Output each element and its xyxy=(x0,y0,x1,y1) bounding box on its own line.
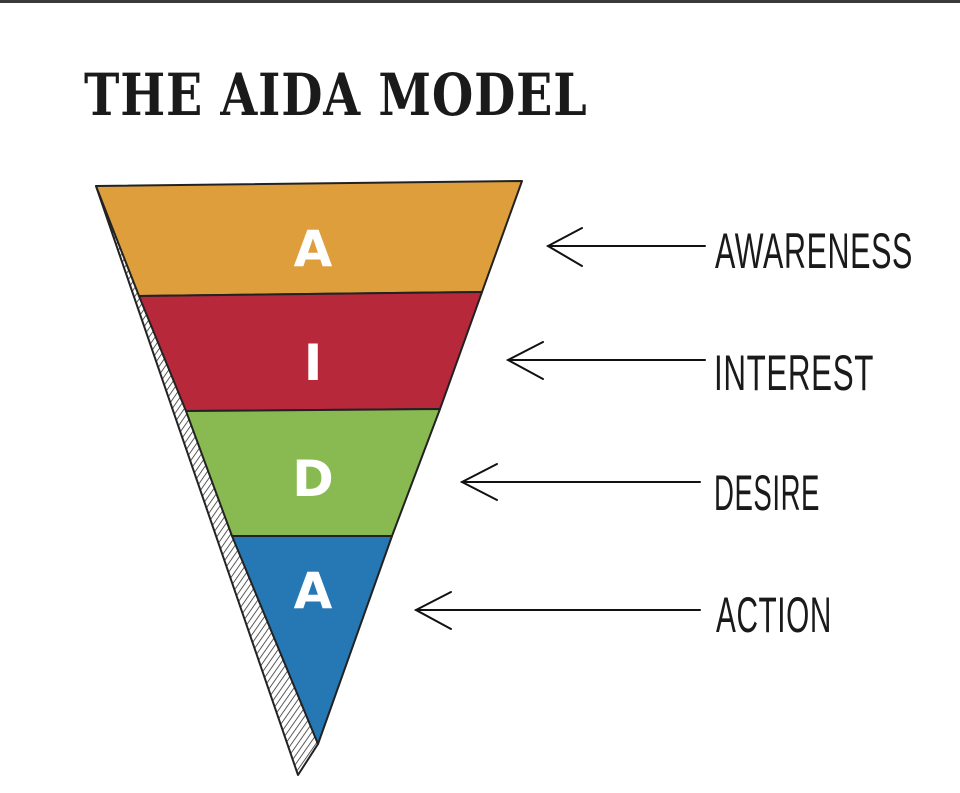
arrow-action xyxy=(413,591,701,630)
stage-label-action: ACTION xyxy=(716,587,832,643)
arrow-desire xyxy=(459,463,701,501)
stage-letter-interest: I xyxy=(304,334,323,392)
stage-label-awareness: AWARENESS xyxy=(715,223,913,279)
funnel-band-action xyxy=(231,535,393,745)
stage-letter-action: A xyxy=(294,562,333,620)
arrow-awareness xyxy=(545,227,706,267)
arrow-interest xyxy=(505,341,706,380)
stage-letter-desire: D xyxy=(292,450,334,508)
top-rule xyxy=(0,0,960,3)
stage-letter-awareness: A xyxy=(294,220,333,278)
page-title: THE AIDA MODEL xyxy=(84,61,588,129)
stage-label-desire: DESIRE xyxy=(714,465,820,521)
stage-label-interest: INTEREST xyxy=(714,345,874,401)
